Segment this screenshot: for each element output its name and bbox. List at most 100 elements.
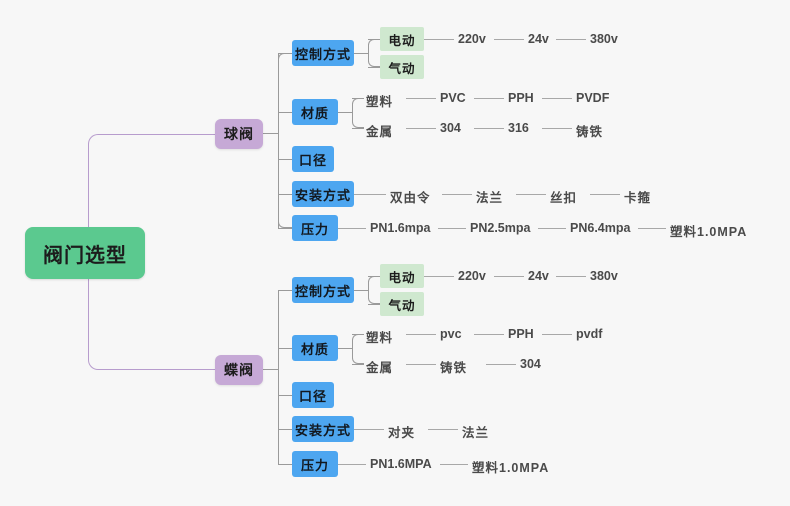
subgroup-node-plastic[interactable]: 塑料: [366, 327, 393, 346]
leaf-node-304[interactable]: 304: [520, 357, 541, 371]
leaf-connector: [516, 194, 546, 195]
topic-label: 口径: [299, 388, 328, 404]
leaf-connector: [538, 228, 566, 229]
leaf-label: PN6.4mpa: [570, 221, 631, 235]
leaf-node-flange[interactable]: 法兰: [462, 422, 489, 441]
subgroup-label: 金属: [366, 125, 394, 139]
branch-node-butterfly-valve[interactable]: 蝶阀: [215, 355, 263, 385]
subgroup-stem: [338, 348, 352, 349]
subgroup-bracket-material: [352, 334, 364, 364]
topic-label: 安装方式: [295, 422, 352, 438]
subgroup-node-electric[interactable]: 电动: [380, 264, 424, 288]
leaf-label: 24v: [528, 269, 549, 283]
leaf-node-voltage-380v[interactable]: 380v: [590, 32, 618, 46]
leaf-label: 法兰: [462, 426, 490, 440]
topic-stem: [278, 395, 292, 396]
subgroup-node-metal[interactable]: 金属: [366, 357, 393, 376]
leaf-label: 24v: [528, 32, 549, 46]
leaf-connector: [542, 98, 572, 99]
leaf-node-pn64mpa[interactable]: PN6.4mpa: [570, 221, 630, 235]
branch-bracket-ball-valve: [278, 53, 292, 228]
topic-node-control-method[interactable]: 控制方式: [292, 277, 354, 303]
leaf-node-plastic-10mpa[interactable]: 塑料1.0MPA: [670, 221, 747, 240]
leaf-node-voltage-220v[interactable]: 220v: [458, 269, 486, 283]
leaf-label: PVC: [440, 91, 466, 105]
leaf-node-clamp[interactable]: 卡箍: [624, 187, 651, 206]
leaf-node-pph[interactable]: PPH: [508, 327, 534, 341]
topic-label: 材质: [301, 105, 330, 121]
topic-label: 材质: [301, 341, 330, 357]
topic-node-material[interactable]: 材质: [292, 99, 338, 125]
subgroup-node-pneumatic[interactable]: 气动: [380, 55, 424, 79]
topic-node-material[interactable]: 材质: [292, 335, 338, 361]
leaf-label: 380v: [590, 32, 618, 46]
leaf-node-cast-iron[interactable]: 铸铁: [576, 121, 603, 140]
subgroup-label: 电动: [388, 270, 416, 285]
subgroup-node-electric[interactable]: 电动: [380, 27, 424, 51]
branch-node-ball-valve[interactable]: 球阀: [215, 119, 263, 149]
topic-node-diameter[interactable]: 口径: [292, 382, 334, 408]
subgroup-stem: [338, 112, 352, 113]
leaf-node-voltage-24v[interactable]: 24v: [528, 32, 549, 46]
topic-node-installation[interactable]: 安装方式: [292, 416, 354, 442]
leaf-node-316[interactable]: 316: [508, 121, 529, 135]
leaf-connector: [406, 364, 436, 365]
leaf-node-pvdf[interactable]: PVDF: [576, 91, 609, 105]
leaf-node-pn25mpa[interactable]: PN2.5mpa: [470, 221, 530, 235]
leaf-node-pn16mpa[interactable]: PN1.6MPA: [370, 457, 432, 471]
leaf-label: 对夹: [388, 426, 416, 440]
leaf-label: PN2.5mpa: [470, 221, 531, 235]
topic-stem: [278, 228, 292, 229]
topic-node-installation[interactable]: 安装方式: [292, 181, 354, 207]
subgroup-node-pneumatic[interactable]: 气动: [380, 292, 424, 316]
topic-node-pressure[interactable]: 压力: [292, 451, 338, 477]
leaf-connector: [474, 98, 504, 99]
mindmap-root-node[interactable]: 阀门选型: [25, 227, 145, 279]
leaf-node-thread[interactable]: 丝扣: [550, 187, 577, 206]
leaf-label: 塑料1.0MPA: [670, 225, 748, 239]
leaf-node-voltage-380v[interactable]: 380v: [590, 269, 618, 283]
topic-node-pressure[interactable]: 压力: [292, 215, 338, 241]
topic-node-diameter[interactable]: 口径: [292, 146, 334, 172]
leaf-node-pph[interactable]: PPH: [508, 91, 534, 105]
branch-stem-butterfly-valve: [263, 369, 278, 370]
leaf-node-304[interactable]: 304: [440, 121, 461, 135]
subgroup-bracket-control-method: [368, 39, 380, 67]
subgroup-label: 金属: [366, 361, 394, 375]
leaf-node-double-union[interactable]: 双由令: [390, 187, 431, 206]
leaf-node-wafer[interactable]: 对夹: [388, 422, 415, 441]
branch-label: 蝶阀: [224, 362, 254, 378]
branch-bracket-spine-ball-valve: [278, 53, 279, 228]
leaf-node-pvc[interactable]: PVC: [440, 91, 466, 105]
leaf-connector: [354, 429, 384, 430]
leaf-node-plastic-10mpa[interactable]: 塑料1.0MPA: [472, 457, 549, 476]
topic-label: 控制方式: [295, 283, 352, 299]
leaf-node-cast-iron[interactable]: 铸铁: [440, 357, 467, 376]
leaf-node-voltage-220v[interactable]: 220v: [458, 32, 486, 46]
leaf-node-pn16mpa[interactable]: PN1.6mpa: [370, 221, 430, 235]
topic-label: 压力: [301, 221, 330, 237]
subgroup-node-metal[interactable]: 金属: [366, 121, 393, 140]
topic-label: 安装方式: [295, 187, 352, 203]
topic-label: 压力: [301, 457, 330, 473]
leaf-node-voltage-24v[interactable]: 24v: [528, 269, 549, 283]
subgroup-stem: [354, 53, 368, 54]
leaf-node-flange[interactable]: 法兰: [476, 187, 503, 206]
subgroup-bracket-control-method: [368, 276, 380, 304]
topic-node-control-method[interactable]: 控制方式: [292, 40, 354, 66]
subgroup-stem: [368, 39, 380, 40]
leaf-label: PPH: [508, 91, 534, 105]
subgroup-stem: [352, 334, 364, 335]
subgroup-bracket-material: [352, 98, 364, 128]
leaf-node-pvdf[interactable]: pvdf: [576, 327, 602, 341]
leaf-label: 双由令: [390, 191, 431, 205]
leaf-connector: [406, 98, 436, 99]
leaf-connector: [442, 194, 472, 195]
subgroup-node-plastic[interactable]: 塑料: [366, 91, 393, 110]
leaf-connector: [438, 228, 466, 229]
leaf-connector: [424, 276, 454, 277]
leaf-node-pvc[interactable]: pvc: [440, 327, 462, 341]
subgroup-stem: [352, 98, 364, 99]
leaf-connector: [406, 128, 436, 129]
leaf-connector: [424, 39, 454, 40]
